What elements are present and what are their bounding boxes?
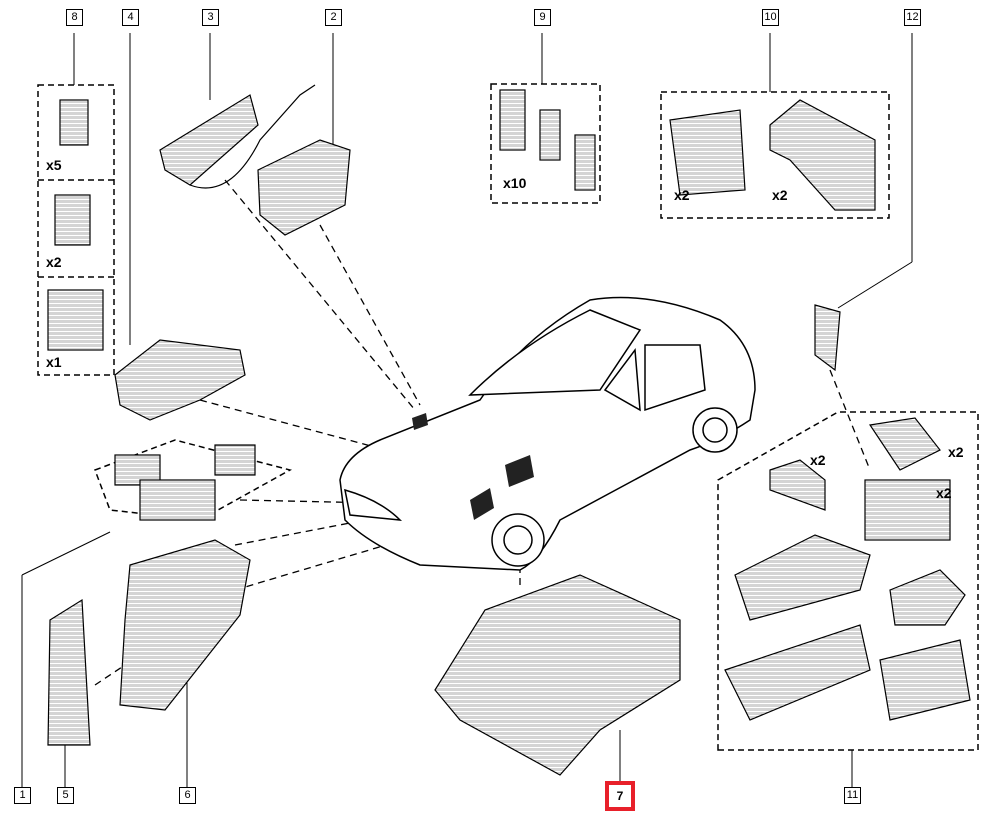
component-2-unit (257, 139, 351, 236)
leader-dashed-lines (94, 179, 871, 686)
component-10-connectors (669, 99, 876, 211)
quantity-label: x2 (46, 254, 62, 270)
callout-11[interactable]: 11 (844, 787, 861, 804)
quantity-label: x2 (810, 452, 826, 468)
component-3-bracket (159, 84, 316, 189)
car-location-markers (412, 413, 534, 520)
component-7-fuse-box (434, 574, 681, 776)
quantity-label: x2 (772, 187, 788, 203)
callout-8[interactable]: 8 (66, 9, 83, 26)
callout-5[interactable]: 5 (57, 787, 74, 804)
quantity-label: x5 (46, 157, 62, 173)
component-1-relay-holder (114, 444, 256, 521)
component-12-terminal (814, 304, 841, 372)
callout-7-highlighted[interactable]: 7 (605, 781, 635, 811)
callout-9[interactable]: 9 (534, 9, 551, 26)
component-drawings (47, 84, 971, 776)
callout-12[interactable]: 12 (904, 9, 921, 26)
leader-lines (21, 33, 913, 787)
component-6-box (119, 539, 251, 711)
quantity-label: x2 (936, 485, 952, 501)
component-5-cover (47, 598, 91, 746)
callout-3[interactable]: 3 (202, 9, 219, 26)
component-11-parts (724, 417, 971, 721)
callout-1[interactable]: 1 (14, 787, 31, 804)
component-9-terminals (499, 89, 596, 191)
quantity-label: x1 (46, 354, 62, 370)
quantity-label: x10 (503, 175, 527, 191)
component-4-module (114, 339, 246, 421)
quantity-label: x2 (948, 444, 964, 460)
callout-4[interactable]: 4 (122, 9, 139, 26)
component-8-relays (47, 99, 104, 351)
callout-10[interactable]: 10 (762, 9, 779, 26)
dashed-group-boxes (37, 83, 979, 751)
quantity-label: x2 (674, 187, 690, 203)
car-outline (339, 296, 756, 571)
callout-2[interactable]: 2 (325, 9, 342, 26)
callout-6[interactable]: 6 (179, 787, 196, 804)
